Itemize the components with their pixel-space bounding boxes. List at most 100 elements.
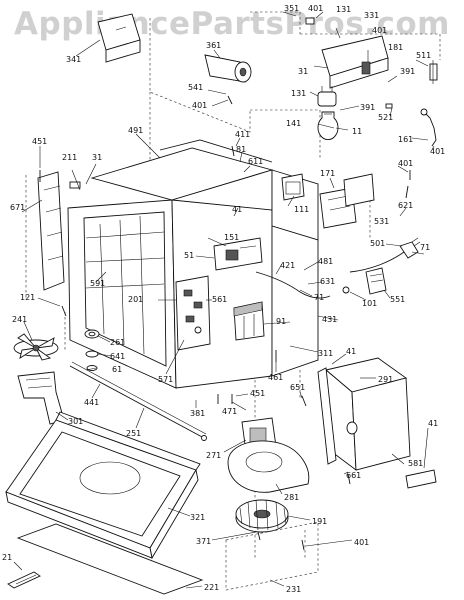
label-171: 171	[320, 169, 335, 178]
dashed-guide-lines	[25, 11, 441, 560]
label-131: 131	[336, 5, 351, 14]
exhaust-duct-291	[325, 357, 411, 471]
label-291: 291	[378, 375, 393, 384]
label-391: 391	[360, 103, 375, 112]
label-301: 301	[68, 417, 83, 426]
wire-harness-421	[255, 271, 331, 299]
label-671: 671	[10, 203, 25, 212]
label-431: 431	[322, 315, 337, 324]
label-341: 341	[66, 55, 81, 64]
label-621: 621	[398, 201, 413, 210]
label-401: 401	[192, 101, 207, 110]
label-351: 351	[284, 4, 299, 13]
label-401: 401	[398, 159, 413, 168]
label-151: 151	[224, 233, 239, 242]
power-cord-71	[349, 237, 421, 273]
label-41: 41	[428, 419, 438, 428]
base-plate-321	[5, 411, 201, 560]
label-51: 51	[184, 251, 194, 260]
label-91: 91	[276, 317, 286, 326]
label-421: 421	[280, 261, 295, 270]
label-551: 551	[390, 295, 405, 304]
label-391: 391	[400, 67, 415, 76]
stirrer-bracket-301	[17, 371, 65, 425]
fuse-511	[429, 60, 438, 84]
label-11: 11	[352, 127, 362, 136]
lamp-bulb-11	[317, 111, 339, 140]
label-401: 401	[354, 538, 369, 547]
lamp-housing-361	[204, 54, 252, 83]
label-501: 501	[370, 239, 385, 248]
rail-41	[317, 367, 437, 489]
label-401: 401	[430, 147, 445, 156]
label-111: 111	[294, 205, 309, 214]
label-531: 531	[374, 217, 389, 226]
control-board-561	[175, 275, 211, 351]
label-461: 461	[268, 373, 283, 382]
label-131: 131	[291, 89, 306, 98]
label-451: 451	[250, 389, 265, 398]
label-581: 581	[408, 459, 423, 468]
label-451: 451	[32, 137, 47, 146]
label-521: 521	[378, 113, 393, 122]
label-271: 271	[206, 451, 221, 460]
plate-531	[343, 173, 375, 207]
label-181: 181	[388, 43, 403, 52]
top-right-bracket-331	[321, 35, 389, 89]
label-571: 571	[158, 375, 173, 384]
label-481: 481	[318, 257, 333, 266]
label-281: 281	[284, 493, 299, 502]
label-81: 81	[236, 145, 246, 154]
hinge-rod-251	[69, 361, 207, 441]
label-661: 661	[346, 471, 361, 480]
label-611: 611	[248, 157, 263, 166]
label-231: 231	[286, 585, 301, 594]
top-bracket-341	[97, 13, 141, 63]
filter-231	[225, 521, 319, 591]
lamp-socket-141	[317, 86, 337, 107]
label-361: 361	[206, 41, 221, 50]
main-cabinet-491	[67, 139, 301, 389]
label-191: 191	[312, 517, 327, 526]
label-631: 631	[320, 277, 335, 286]
label-101: 101	[362, 299, 377, 308]
label-591: 591	[90, 279, 105, 288]
label-221: 221	[204, 583, 219, 592]
label-41: 41	[346, 347, 356, 356]
screws	[39, 17, 411, 551]
label-651: 651	[290, 383, 305, 392]
label-261: 261	[110, 338, 125, 347]
label-141: 141	[286, 119, 301, 128]
terminal-551	[365, 267, 387, 295]
label-31: 31	[298, 67, 308, 76]
stirrer-fan-241	[13, 333, 59, 361]
wire-lead-161	[420, 108, 437, 147]
label-241: 241	[12, 315, 27, 324]
label-61: 61	[112, 365, 122, 374]
label-541: 541	[188, 83, 203, 92]
label-21: 21	[2, 553, 12, 562]
label-311: 311	[318, 349, 333, 358]
label-71: 71	[420, 243, 430, 252]
label-251: 251	[126, 429, 141, 438]
label-371: 371	[196, 537, 211, 546]
label-641: 641	[110, 352, 125, 361]
leader-lines	[13, 11, 435, 589]
label-491: 491	[128, 126, 143, 135]
label-331: 331	[364, 11, 379, 20]
label-381: 381	[190, 409, 205, 418]
label-121: 121	[20, 293, 35, 302]
label-71: 71	[314, 293, 324, 302]
blower-wheel-191	[235, 499, 289, 533]
cabinet-rear-panel	[271, 169, 319, 377]
cover-sheet-221	[16, 523, 204, 595]
label-511: 511	[416, 51, 431, 60]
label-411: 411	[235, 130, 250, 139]
label-561: 561	[212, 295, 227, 304]
transformer-91	[233, 301, 265, 341]
label-441: 441	[84, 398, 99, 407]
screw-21	[7, 571, 41, 589]
label-401: 401	[372, 26, 387, 35]
label-31: 31	[92, 153, 102, 162]
